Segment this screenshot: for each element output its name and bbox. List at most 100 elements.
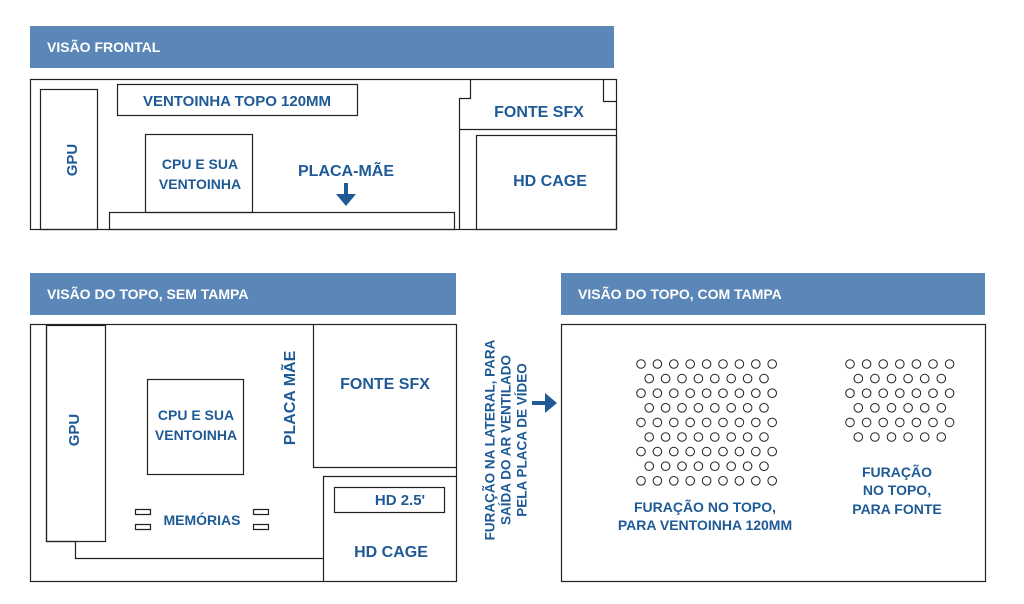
vent-hole: [669, 476, 679, 486]
vent-hole: [693, 373, 704, 384]
vent-hole: [652, 476, 663, 486]
top-gpu-box: [45, 324, 107, 543]
vent-hole: [742, 403, 753, 413]
vent-hole: [734, 417, 745, 428]
top-cpu-label-2: VENTOINHA: [155, 427, 237, 443]
vent-hole: [751, 417, 761, 428]
front-gpu-box: [39, 88, 99, 231]
vent-hole: [911, 417, 922, 428]
vent-hole: [701, 417, 712, 428]
vent-hole: [710, 403, 720, 413]
vent-hole: [710, 461, 720, 472]
vent-hole: [903, 432, 913, 442]
vent-hole: [870, 373, 880, 384]
vent-hole: [660, 373, 671, 384]
vent-hole: [636, 476, 646, 486]
front-cpu-label-2: VENTOINHA: [159, 176, 241, 192]
top-memory-label: MEMÓRIAS: [164, 511, 241, 528]
front-psu-outline: [458, 79, 472, 230]
vent-hole: [726, 461, 737, 472]
vent-hole: [734, 359, 745, 369]
vent-hole: [919, 403, 930, 413]
vent-hole: [718, 417, 728, 428]
vent-hole: [726, 403, 737, 413]
vent-hole: [936, 403, 947, 413]
vent-hole: [886, 373, 897, 384]
vent-hole: [636, 359, 646, 369]
vent-hole: [759, 373, 769, 384]
vent-hole: [845, 388, 855, 399]
top-case-outline: [29, 323, 458, 583]
vent-hole: [652, 417, 663, 428]
vent-hole: [742, 461, 753, 472]
arrow-right-icon: [532, 393, 557, 413]
top-hd25-box: [333, 486, 446, 514]
top-hd-cage-label: HD CAGE: [354, 544, 428, 561]
vent-hole: [903, 403, 913, 413]
vent-hole: [936, 432, 947, 442]
top-cpu-box: [146, 378, 245, 476]
vent-hole: [669, 417, 679, 428]
vent-hole: [759, 403, 769, 413]
vent-hole: [895, 359, 905, 369]
vent-hole: [903, 373, 913, 384]
vent-hole: [870, 403, 880, 413]
top-gpu-label: GPU: [66, 414, 83, 447]
vent-hole: [636, 446, 646, 457]
vent-hole: [652, 359, 663, 369]
vent-hole: [734, 388, 745, 399]
vent-hole: [636, 417, 646, 428]
front-cpu-box: [144, 133, 254, 214]
front-psu-notch: [602, 79, 617, 103]
vent-hole: [669, 388, 679, 399]
vent-hole: [701, 446, 712, 457]
top-psu-outline: [312, 324, 457, 469]
vent-hole: [710, 373, 720, 384]
vent-hole: [701, 388, 712, 399]
front-motherboard-box: [108, 211, 456, 231]
front-top-fan-box: [116, 83, 359, 117]
vent-hole: [693, 461, 704, 472]
fan-holes-label-2: PARA VENTOINHA 120MM: [618, 517, 792, 533]
vent-hole: [919, 432, 930, 442]
vent-hole: [936, 373, 947, 384]
vent-hole: [718, 359, 728, 369]
vent-hole: [660, 432, 671, 442]
vent-hole: [878, 417, 889, 428]
vent-hole: [870, 432, 880, 442]
vent-hole: [636, 388, 646, 399]
vent-hole: [886, 432, 897, 442]
vent-hole: [710, 432, 720, 442]
vent-hole: [693, 432, 704, 442]
vent-hole: [701, 476, 712, 486]
vent-hole: [677, 373, 687, 384]
side-vent-note-3: PELA PLACA DE VÍDEO: [515, 363, 530, 517]
vent-hole: [726, 432, 737, 442]
vent-hole: [845, 359, 855, 369]
vent-hole: [944, 359, 955, 369]
vent-hole: [685, 446, 696, 457]
top-view-open-header: VISÃO DO TOPO, SEM TAMPA: [30, 273, 456, 315]
fan-holes-label-1: FURAÇÃO NO TOPO,: [634, 498, 776, 515]
vent-hole: [734, 476, 745, 486]
front-hd-cage-label: HD CAGE: [513, 173, 587, 190]
vent-hole: [644, 461, 655, 472]
vent-hole: [767, 476, 778, 486]
top-closed-outline: [560, 323, 987, 583]
front-gpu-label: GPU: [64, 144, 81, 177]
vent-hole: [742, 432, 753, 442]
vent-hole: [751, 476, 761, 486]
vent-hole: [701, 359, 712, 369]
vent-hole: [928, 388, 938, 399]
psu-holes-label-1: FURAÇÃO: [862, 463, 932, 480]
vent-hole: [751, 446, 761, 457]
vent-hole: [652, 446, 663, 457]
vent-hole: [644, 403, 655, 413]
top-cpu-label-1: CPU E SUA: [158, 407, 234, 423]
side-vent-note-2: SAÍDA DO AR VENTILADO: [499, 355, 514, 525]
vent-hole: [767, 417, 778, 428]
vent-hole: [861, 359, 872, 369]
vent-hole: [742, 373, 753, 384]
vent-hole: [886, 403, 897, 413]
